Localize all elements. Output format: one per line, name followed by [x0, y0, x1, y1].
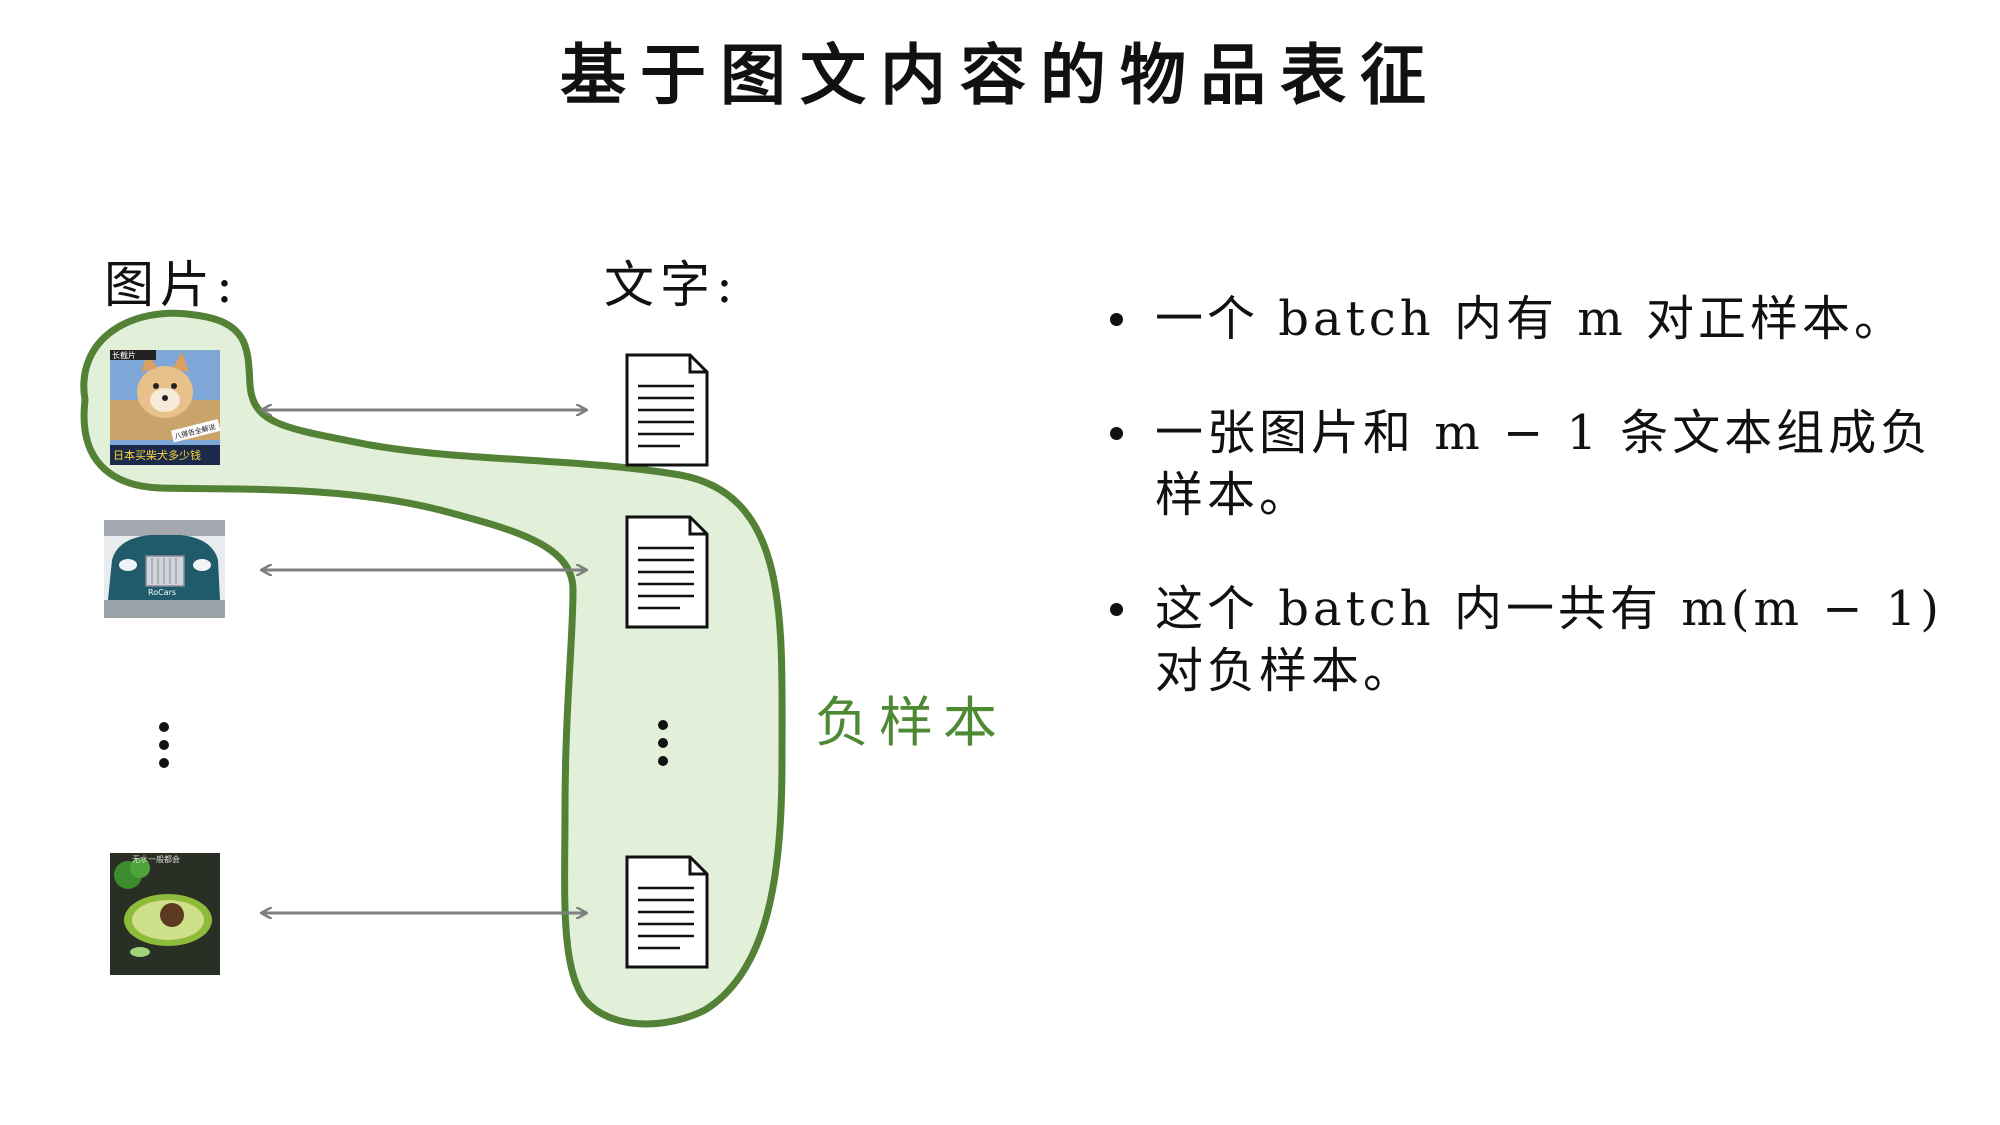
dog-thumbnail-image: 长截片 八得告全解说 日本买柴犬多少钱 — [110, 350, 221, 465]
document-icon-3 — [625, 855, 709, 969]
document-icon-2 — [625, 515, 709, 629]
images-column-label: 图片: — [104, 256, 239, 314]
dog-thumbnail-top-caption: 长截片 — [112, 350, 136, 360]
negative-sample-label: 负样本 — [815, 691, 1007, 754]
dog-thumbnail-bottom-caption: 日本买柴犬多少钱 — [113, 448, 201, 462]
bullet-list: 一个 batch 内有 m 对正样本。 一张图片和 m − 1 条文本组成负样本… — [1110, 288, 1980, 754]
images-ellipsis-icon — [159, 722, 169, 768]
bullet-dot-icon — [1110, 313, 1123, 326]
car-thumbnail-image: RoCars — [104, 520, 225, 618]
bullet-dot-icon — [1110, 603, 1123, 616]
bullet-text: 一张图片和 m − 1 条文本组成负样本。 — [1155, 405, 1933, 523]
slide-title: 基于图文内容的物品表征 — [560, 37, 1440, 114]
bullet-text: 这个 batch 内一共有 m(m − 1) 对负样本。 — [1155, 581, 1943, 699]
bullet-item: 这个 batch 内一共有 m(m − 1) 对负样本。 — [1110, 578, 1980, 702]
avocado-thumbnail-caption: 无水一般都会 — [132, 854, 180, 864]
texts-column-label: 文字: — [604, 256, 739, 314]
car-thumbnail-brand-caption: RoCars — [148, 588, 176, 597]
bullet-item: 一张图片和 m − 1 条文本组成负样本。 — [1110, 402, 1980, 526]
bullet-item: 一个 batch 内有 m 对正样本。 — [1110, 288, 1980, 350]
bullet-dot-icon — [1110, 427, 1123, 440]
document-icon-1 — [625, 353, 709, 467]
texts-ellipsis-icon — [658, 720, 668, 766]
bullet-text: 一个 batch 内有 m 对正样本。 — [1155, 291, 1906, 347]
avocado-thumbnail-image: 无水一般都会 — [110, 853, 220, 975]
